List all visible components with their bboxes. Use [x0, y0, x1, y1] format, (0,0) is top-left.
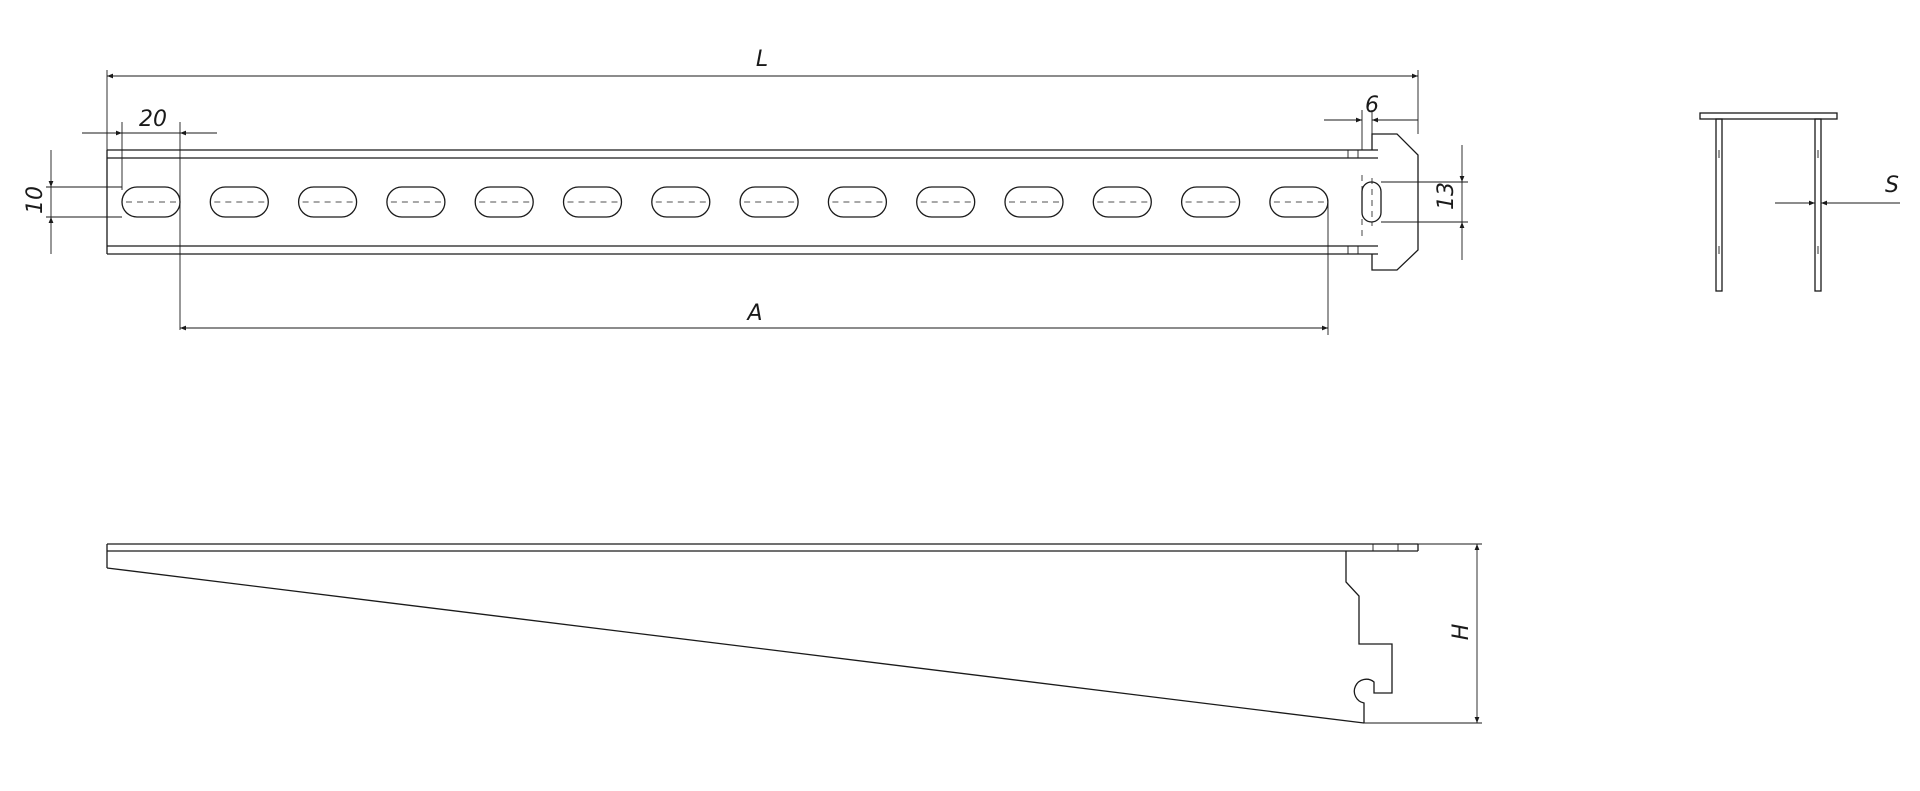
- slot-hole: [209, 186, 269, 218]
- slot-hole: [474, 186, 534, 218]
- slot-hole: [916, 186, 976, 218]
- top-view: [106, 133, 1419, 271]
- slot-hole: [827, 186, 888, 218]
- slot-hole: [386, 186, 446, 218]
- end-view: S: [1699, 112, 1900, 292]
- slot-hole: [651, 186, 711, 218]
- dim-thickness-label: S: [1885, 173, 1899, 198]
- top-view-dimensions: L 20 10 6 13 A: [23, 47, 1468, 335]
- dim-hole-width-label: 10: [23, 186, 48, 214]
- end-slot: [1361, 181, 1382, 223]
- slot-hole: [562, 186, 623, 218]
- slot-hole: [1004, 186, 1064, 218]
- dim-height-label: H: [1449, 624, 1474, 641]
- slot-hole: [297, 186, 358, 218]
- slot-hole: [1180, 186, 1241, 218]
- dim-hole-span-label: A: [745, 301, 762, 326]
- dim-length-label: L: [756, 47, 768, 72]
- side-view: H: [106, 543, 1482, 724]
- dim-slot-height-label: 13: [1434, 182, 1459, 210]
- slot-row: [121, 186, 1329, 218]
- slot-hole: [739, 186, 799, 218]
- dim-end-offset-label: 6: [1365, 93, 1379, 118]
- dim-pitch-label: 20: [139, 107, 167, 132]
- slot-hole: [1092, 186, 1152, 218]
